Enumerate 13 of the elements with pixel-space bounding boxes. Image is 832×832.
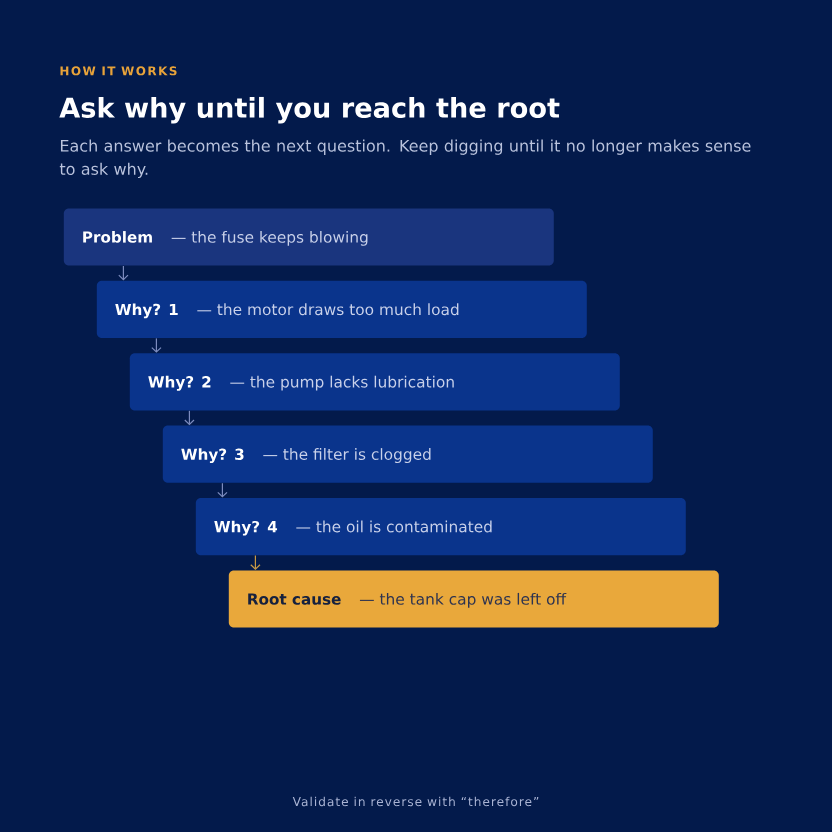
step-box — [63, 208, 554, 266]
step-box — [162, 425, 653, 483]
arrow — [184, 410, 195, 426]
title: Ask why until you reach the root — [59, 96, 560, 124]
arrow — [217, 482, 228, 498]
subtitle: Each answer becomes the next question. Keep digging until it no longer makes sense to ask why. — [59, 139, 751, 179]
arrow — [151, 337, 162, 353]
step-box — [129, 353, 620, 411]
step-box — [96, 280, 587, 338]
arrow — [118, 265, 129, 281]
step-box — [195, 498, 686, 556]
step-box — [228, 570, 719, 628]
arrow — [250, 555, 261, 570]
